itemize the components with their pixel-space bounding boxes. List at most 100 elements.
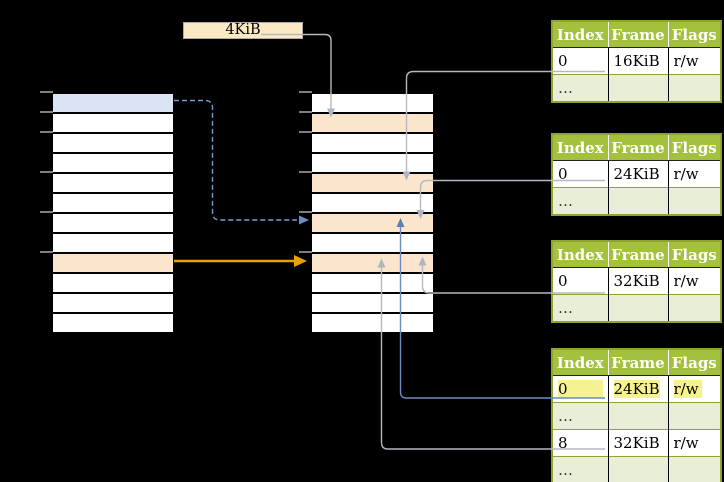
memory-row-7	[53, 234, 173, 254]
col-header-frame: Frame	[608, 241, 669, 268]
table-row: 8 32KiB r/w	[552, 429, 722, 457]
memory-row-11	[53, 314, 173, 334]
virtual-address-space-column	[53, 92, 173, 334]
cell-flags	[668, 402, 722, 430]
physical-memory-column	[312, 92, 433, 334]
tick-mark	[299, 111, 312, 113]
col-header-frame: Frame	[608, 349, 669, 376]
cell-index: …	[552, 187, 609, 215]
memory-row-8	[312, 254, 433, 274]
table-row: 0 24KiB r/w	[552, 160, 722, 188]
col-header-flags: Flags	[668, 21, 722, 48]
col-header-index: Index	[552, 241, 609, 268]
header-row: Index Frame Flags	[552, 21, 722, 48]
memory-row-8	[53, 254, 173, 274]
page-size-text: 4KiB	[225, 22, 261, 38]
tick-mark	[40, 111, 53, 113]
table-row: 0 32KiB r/w	[552, 267, 722, 295]
highlighted-value: 0	[558, 380, 603, 398]
cell-index: …	[552, 74, 609, 102]
cell-index: …	[552, 456, 609, 482]
page-table-1: Index Frame Flags 0 16KiB r/w …	[551, 20, 722, 103]
cell-index: 0	[552, 267, 609, 295]
cell-frame: 16KiB	[608, 47, 669, 75]
cell-index: 0	[552, 160, 609, 188]
page-table-4: Index Frame Flags 0 24KiB r/w … 8 32KiB …	[551, 348, 722, 482]
cell-frame: 24KiB	[608, 160, 669, 188]
table-row-ellipsis: …	[552, 74, 722, 102]
tick-mark	[40, 211, 53, 213]
table-row-ellipsis: …	[552, 402, 722, 430]
highlighted-value: 24KiB	[613, 380, 660, 398]
memory-row-2	[312, 134, 433, 154]
memory-row-6	[53, 214, 173, 234]
memory-row-3	[53, 154, 173, 174]
highlighted-value: r/w	[673, 380, 702, 398]
table-row: 0 16KiB r/w	[552, 47, 722, 75]
tick-mark	[299, 211, 312, 213]
memory-row-9	[312, 274, 433, 294]
cell-flags: r/w	[668, 375, 722, 403]
col-header-index: Index	[552, 349, 609, 376]
cell-frame: 32KiB	[608, 267, 669, 295]
cell-flags	[668, 74, 722, 102]
tick-mark	[40, 91, 53, 93]
table-row-highlighted: 0 24KiB r/w	[552, 375, 722, 403]
page-size-label: 4KiB	[183, 22, 303, 39]
memory-row-5	[312, 194, 433, 214]
cell-flags: r/w	[668, 47, 722, 75]
col-header-flags: Flags	[668, 349, 722, 376]
cell-frame	[608, 187, 669, 215]
memory-row-10	[312, 294, 433, 314]
tick-mark	[299, 91, 312, 93]
col-header-flags: Flags	[668, 134, 722, 161]
cell-frame	[608, 294, 669, 322]
memory-row-0	[312, 94, 433, 114]
cell-index: 0	[552, 47, 609, 75]
cell-frame	[608, 74, 669, 102]
tick-mark	[299, 251, 312, 253]
col-header-flags: Flags	[668, 241, 722, 268]
cell-index: 0	[552, 375, 609, 403]
memory-row-4	[53, 174, 173, 194]
arrow-virtual-to-frame-orange	[174, 255, 307, 267]
tick-mark	[299, 131, 312, 133]
col-header-frame: Frame	[608, 134, 669, 161]
cell-flags: r/w	[668, 267, 722, 295]
header-row: Index Frame Flags	[552, 241, 722, 268]
cell-index: …	[552, 294, 609, 322]
memory-row-6	[312, 214, 433, 234]
memory-row-9	[53, 274, 173, 294]
cell-index: …	[552, 402, 609, 430]
cell-flags	[668, 187, 722, 215]
cell-frame: 32KiB	[608, 429, 669, 457]
tick-mark	[40, 171, 53, 173]
tick-mark	[40, 251, 53, 253]
memory-row-11	[312, 314, 433, 334]
table-row-ellipsis: …	[552, 456, 722, 482]
cell-flags: r/w	[668, 160, 722, 188]
table-row-ellipsis: …	[552, 294, 722, 322]
memory-row-2	[53, 134, 173, 154]
col-header-frame: Frame	[608, 21, 669, 48]
page-table-2: Index Frame Flags 0 24KiB r/w …	[551, 133, 722, 216]
page-table-3: Index Frame Flags 0 32KiB r/w …	[551, 240, 722, 323]
cell-frame: 24KiB	[608, 375, 669, 403]
memory-row-7	[312, 234, 433, 254]
cell-index: 8	[552, 429, 609, 457]
cell-flags: r/w	[668, 429, 722, 457]
memory-row-4	[312, 174, 433, 194]
tick-mark	[40, 131, 53, 133]
memory-row-5	[53, 194, 173, 214]
cell-frame	[608, 402, 669, 430]
memory-row-10	[53, 294, 173, 314]
memory-row-1	[312, 114, 433, 134]
memory-row-0	[53, 94, 173, 114]
cell-flags	[668, 456, 722, 482]
cell-flags	[668, 294, 722, 322]
col-header-index: Index	[552, 21, 609, 48]
memory-row-3	[312, 154, 433, 174]
arrow-virtual-to-frame-dashed	[174, 99, 309, 225]
memory-row-1	[53, 114, 173, 134]
